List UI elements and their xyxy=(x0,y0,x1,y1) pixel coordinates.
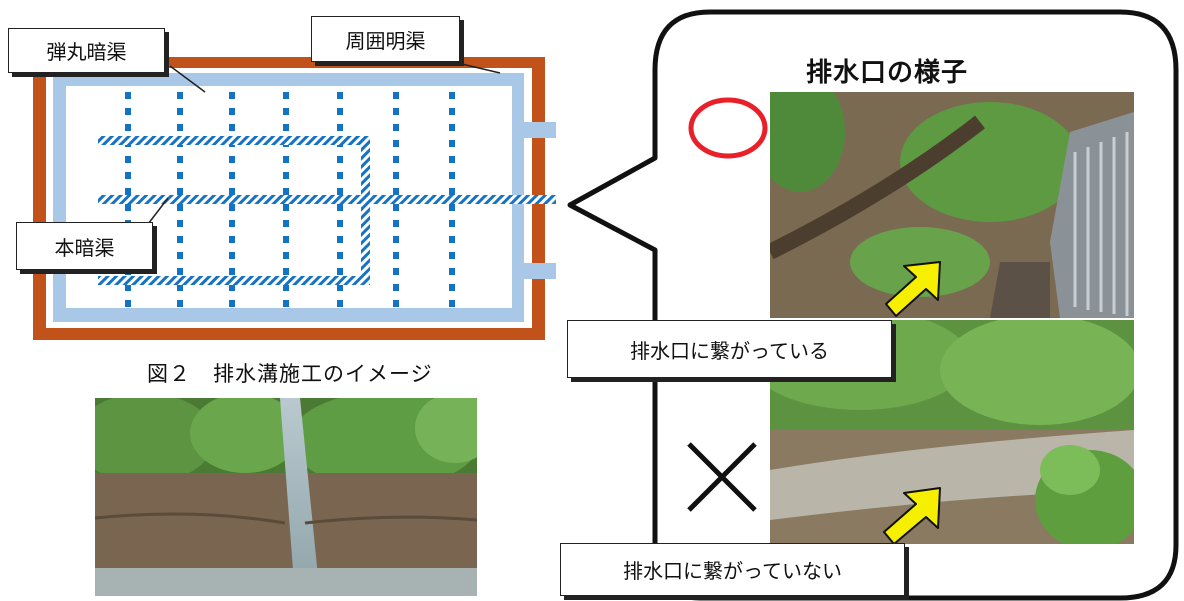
black-cross-icon xyxy=(687,442,757,512)
red-circle-icon xyxy=(688,97,768,159)
label-perimeter-ditch: 周囲明渠 xyxy=(311,16,460,62)
callout-title: 排水口の様子 xyxy=(806,58,969,88)
label-mole-drain: 弾丸暗渠 xyxy=(8,28,165,73)
main-underdrain xyxy=(98,136,556,285)
outlet-photo-connected xyxy=(770,92,1134,318)
field-photo xyxy=(95,398,477,596)
drainage-diagram xyxy=(33,57,556,340)
figure-caption: 図２ 排水溝施工のイメージ xyxy=(147,362,433,386)
label-main-underdrain: 本暗渠 xyxy=(16,222,153,270)
mole-drains xyxy=(125,92,455,308)
yellow-arrow-icon xyxy=(883,487,941,545)
outlet-upper xyxy=(512,122,556,138)
label-not-connected: 排水口に繋がっていない xyxy=(560,543,905,596)
label-connected: 排水口に繋がっている xyxy=(567,320,892,378)
yellow-arrow-icon xyxy=(885,261,941,317)
outlet-lower xyxy=(512,263,556,279)
